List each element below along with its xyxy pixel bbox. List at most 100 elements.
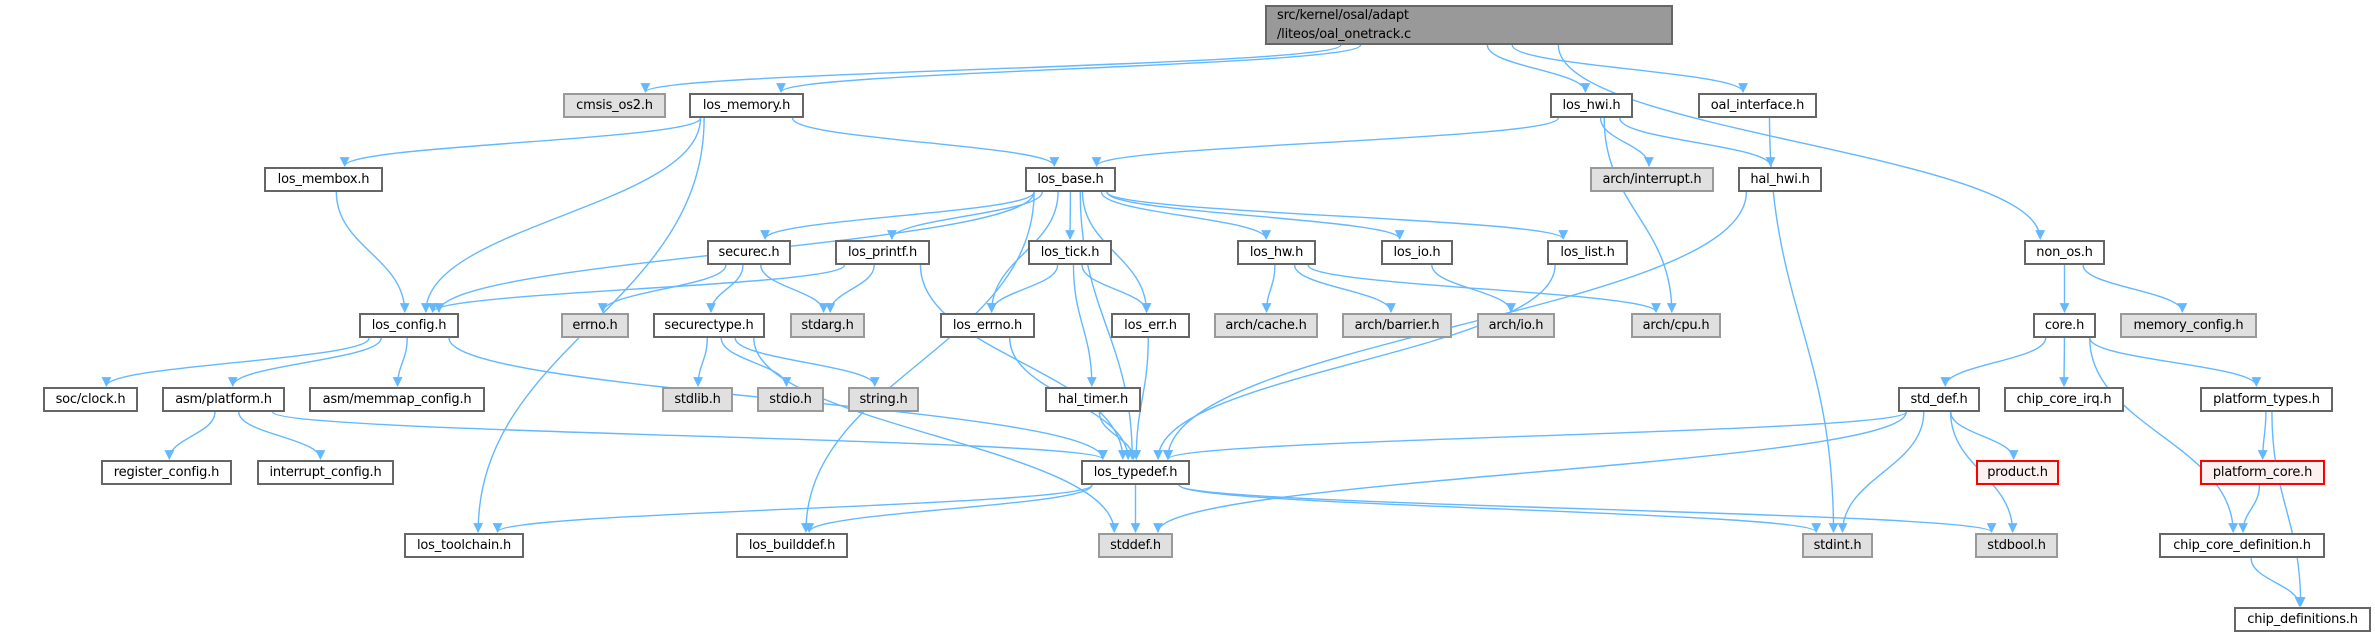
edge-los-base-to-securec [760,191,1035,240]
edge-non-os-to-memory-config [2082,264,2188,313]
node-stdbool: stdbool.h [1975,533,2058,558]
node-hal-timer[interactable]: hal_timer.h [1045,387,1141,412]
node-non-os[interactable]: non_os.h [2024,240,2105,265]
node-los-io[interactable]: los_io.h [1381,240,1453,265]
node-los-tick[interactable]: los_tick.h [1028,240,1112,265]
edge-los-tick-to-los-errno [986,264,1059,313]
edge-los-printf-to-los-config [427,264,846,313]
node-los-builddef[interactable]: los_builddef.h [736,533,848,558]
edge-asm-platform-to-interrupt-config [238,411,326,460]
edge-platform-types-to-platform-core [2257,411,2268,460]
node-los-memory[interactable]: los_memory.h [689,93,804,118]
edge-hal-hwi-to-los-typedef [1162,191,1748,460]
node-platform-core[interactable]: platform_core.h [2200,460,2325,485]
edge-los-typedef-to-stdbool [1178,484,1997,533]
node-los-err[interactable]: los_err.h [1111,313,1190,338]
edge-core-to-platform-types [2089,337,2262,387]
node-los-config[interactable]: los_config.h [359,313,459,338]
edge-los-hwi-to-hal-hwi [1619,117,1776,167]
node-errno: errno.h [561,313,629,338]
edge-los-hw-to-arch-cache [1261,264,1276,313]
edge-root-to-non-os [1557,44,2046,240]
edge-los-typedef-to-los-toolchain [492,484,1093,533]
edge-los-base-to-los-hw [1100,191,1272,240]
edge-los-base-to-los-typedef [1079,191,1138,460]
node-arch-cpu: arch/cpu.h [1631,313,1721,338]
edge-std-def-to-los-typedef [1163,411,1907,460]
edge-securec-to-securectype [706,264,744,313]
node-std-def[interactable]: std_def.h [1898,387,1980,412]
edge-los-printf-to-los-typedef [919,264,1128,460]
node-stdlib: stdlib.h [662,387,733,412]
edge-los-typedef-to-stdint [1178,484,1821,533]
node-interrupt-config[interactable]: interrupt_config.h [257,460,394,485]
edge-los-hwi-to-arch-interrupt [1599,117,1654,167]
node-stdint: stdint.h [1802,533,1873,558]
edge-los-memory-to-los-config [421,117,702,313]
edge-std-def-to-product [1950,411,2019,460]
edge-platform-types-to-chip-definitions [2271,411,2306,607]
edge-los-hw-to-arch-cpu [1307,264,1661,313]
node-soc-clock[interactable]: soc/clock.h [43,387,138,412]
node-los-hw[interactable]: los_hw.h [1237,240,1316,265]
node-stdio: stdio.h [757,387,824,412]
edge-los-membox-to-los-config [335,191,410,313]
edge-root-to-los-memory [776,44,1362,93]
node-stddef: stddef.h [1098,533,1173,558]
edge-root-to-oal-interface [1511,44,1748,93]
edge-los-base-to-los-io [1106,191,1405,240]
node-oal-interface[interactable]: oal_interface.h [1698,93,1817,118]
node-chip-core-definition[interactable]: chip_core_definition.h [2159,533,2325,558]
edge-asm-platform-to-los-typedef [272,411,1108,460]
node-los-membox[interactable]: los_membox.h [264,167,383,192]
edge-los-tick-to-hal-timer [1072,264,1097,387]
edge-securectype-to-stdlib [693,337,708,387]
edge-los-hwi-to-arch-cpu [1603,117,1677,313]
edge-los-base-to-los-errno [986,191,1059,313]
node-arch-interrupt: arch/interrupt.h [1590,167,1714,192]
node-product[interactable]: product.h [1976,460,2059,485]
node-core[interactable]: core.h [2033,313,2096,338]
edge-los-memory-to-los-base [791,117,1060,167]
edge-root-to-los-hwi [1486,44,1591,93]
edge-los-hwi-to-los-base [1091,117,1559,167]
node-chip-core-irq[interactable]: chip_core_irq.h [2004,387,2124,412]
edge-std-def-to-stdint [1837,411,1925,533]
node-asm-memmap[interactable]: asm/memmap_config.h [309,387,485,412]
node-los-toolchain[interactable]: los_toolchain.h [404,533,524,558]
edge-std-def-to-stddef [1153,411,1907,533]
node-los-base[interactable]: los_base.h [1025,167,1116,192]
edge-los-memory-to-los-membox [339,117,702,167]
edge-los-base-to-los-printf [887,191,1043,240]
node-arch-io: arch/io.h [1477,313,1555,338]
edge-los-config-to-asm-platform [227,337,382,387]
node-platform-types[interactable]: platform_types.h [2200,387,2333,412]
node-los-list[interactable]: los_list.h [1547,240,1628,265]
edge-los-base-to-los-err [1081,191,1152,313]
edge-securec-to-errno [597,264,727,313]
node-register-config[interactable]: register_config.h [101,460,232,485]
node-hal-hwi[interactable]: hal_hwi.h [1738,167,1822,192]
edge-platform-core-to-chip-core-definition [2238,484,2261,533]
edge-asm-platform-to-register-config [164,411,216,460]
edge-securectype-to-string [734,337,880,387]
edge-los-err-to-los-typedef [1131,337,1149,460]
node-arch-cache: arch/cache.h [1214,313,1318,338]
edge-chip-core-definition-to-chip-definitions [2250,557,2305,607]
node-securectype[interactable]: securectype.h [653,313,765,338]
node-asm-platform[interactable]: asm/platform.h [162,387,285,412]
edge-los-list-to-los-typedef [1153,264,1556,460]
node-los-hwi[interactable]: los_hwi.h [1550,93,1633,118]
edge-los-io-to-arch-io [1431,264,1516,313]
edge-los-base-to-los-list [1106,191,1568,240]
node-stdarg: stdarg.h [790,313,865,338]
root-file-node: src/kernel/osal/adapt /liteos/oal_onetra… [1265,5,1673,45]
node-securec[interactable]: securec.h [707,240,791,265]
node-chip-definitions[interactable]: chip_definitions.h [2234,607,2371,632]
node-los-errno[interactable]: los_errno.h [940,313,1035,338]
node-los-typedef[interactable]: los_typedef.h [1081,460,1190,485]
node-string: string.h [848,387,919,412]
node-los-printf[interactable]: los_printf.h [835,240,930,265]
node-arch-barrier: arch/barrier.h [1342,313,1452,338]
edge-hal-timer-to-los-typedef [1098,411,1139,460]
